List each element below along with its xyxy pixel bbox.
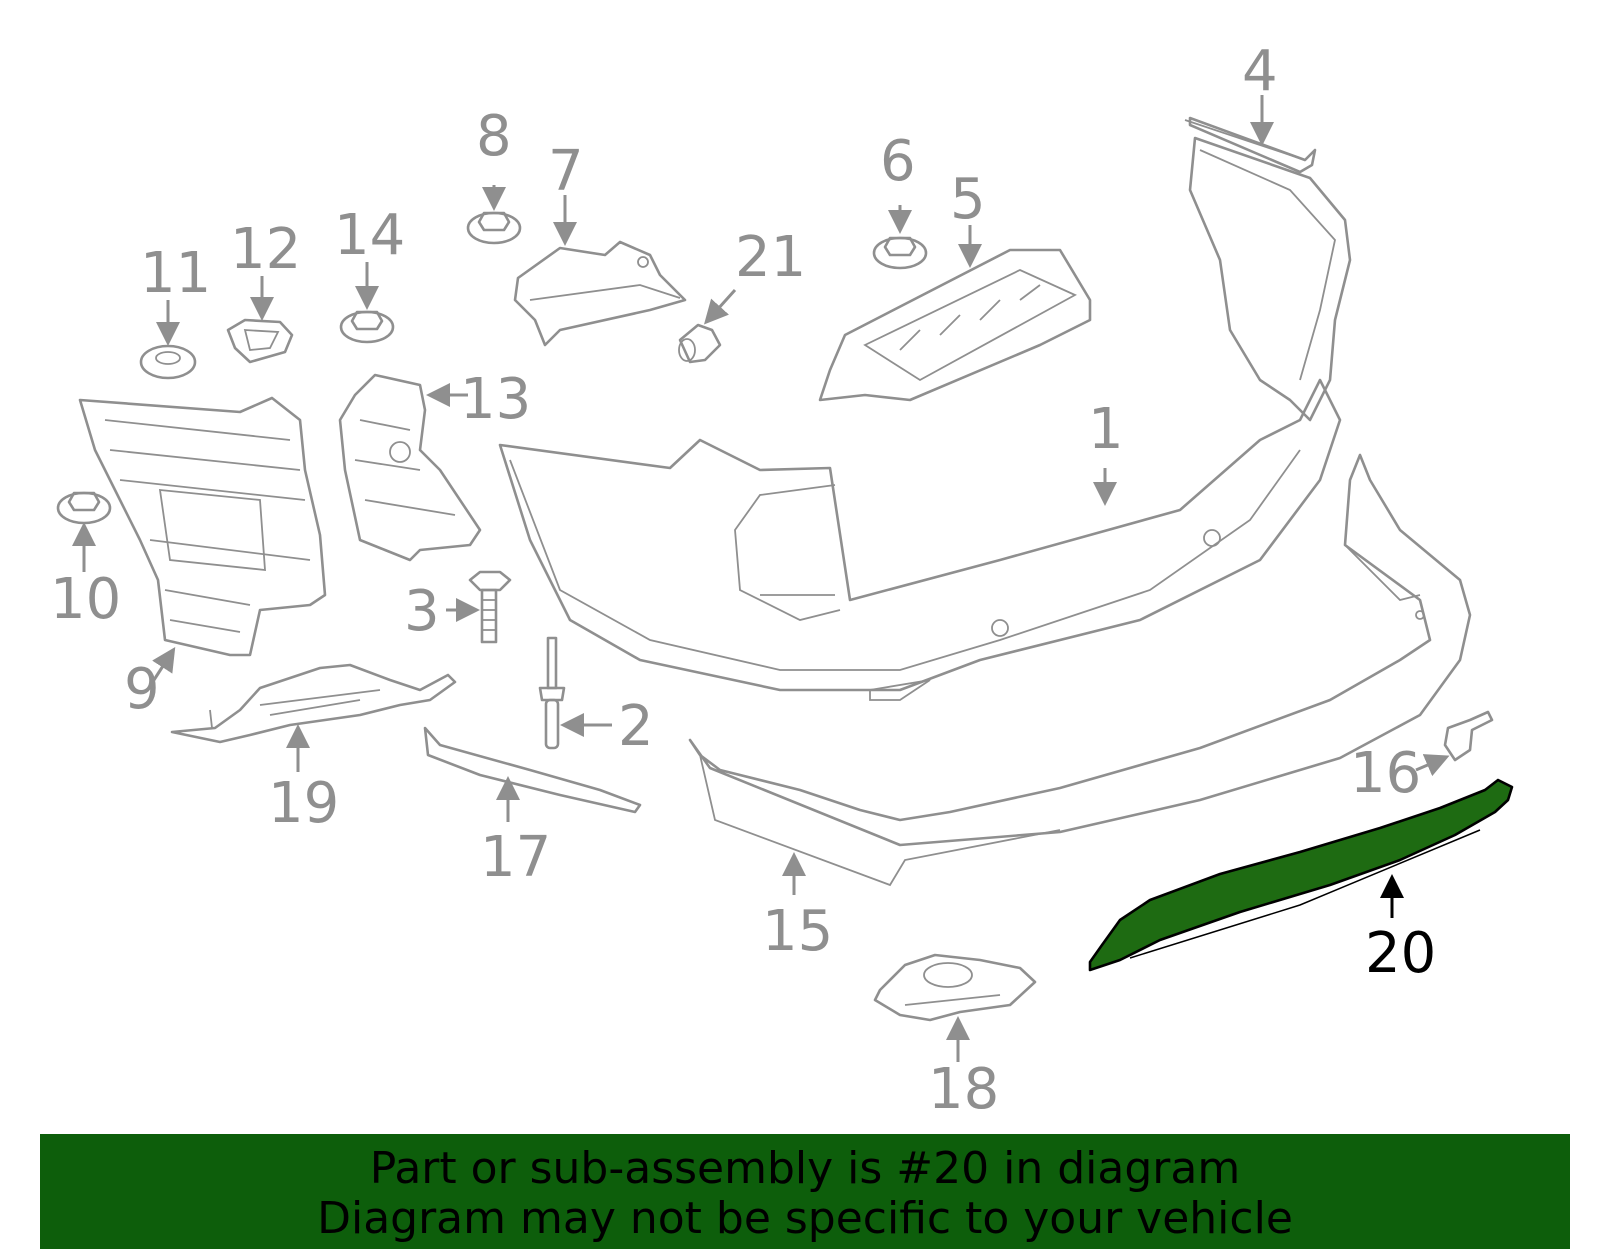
callout-18: 18 (928, 1057, 999, 1122)
callout-5: 5 (950, 167, 986, 232)
callout-15: 15 (762, 899, 833, 964)
callout-1: 1 (1088, 397, 1124, 462)
part-19-reinforcement[interactable] (170, 663, 457, 744)
part-6-nut[interactable] (872, 236, 928, 270)
part-21-grommet[interactable] (678, 323, 722, 364)
part-11-washer[interactable] (139, 344, 197, 380)
callout-21: 21 (735, 225, 806, 290)
part-18-housing[interactable] (873, 953, 1037, 1022)
callout-14: 14 (334, 203, 405, 268)
banner-line-2: Diagram may not be specific to your vehi… (317, 1193, 1293, 1244)
callout-2: 2 (618, 694, 654, 759)
part-17-strip[interactable] (423, 726, 642, 814)
callout-6: 6 (880, 129, 916, 194)
part-16-clip[interactable] (1443, 710, 1494, 762)
part-2-pin[interactable] (538, 636, 566, 750)
part-9-bracket[interactable] (78, 396, 327, 657)
part-8-nut[interactable] (466, 211, 522, 245)
callout-12: 12 (230, 217, 301, 282)
part-7-bracket[interactable] (513, 240, 687, 347)
callout-11: 11 (140, 241, 211, 306)
callout-4: 4 (1242, 39, 1278, 104)
part-10-nut[interactable] (56, 491, 112, 525)
part-14-nut[interactable] (339, 310, 395, 344)
callout-10: 10 (50, 567, 121, 632)
callout-20: 20 (1365, 921, 1436, 986)
leader-arrows (72, 95, 1450, 1062)
part-12-clip[interactable] (226, 318, 294, 364)
part-5-absorber[interactable] (818, 248, 1092, 402)
callout-3: 3 (404, 579, 440, 644)
banner-line-1: Part or sub-assembly is #20 in diagram (369, 1143, 1241, 1194)
callout-7: 7 (548, 139, 584, 204)
part-20-trim-highlighted[interactable] (1088, 778, 1514, 972)
callout-19: 19 (268, 771, 339, 836)
part-3-bolt[interactable] (468, 570, 512, 644)
callout-17: 17 (480, 825, 551, 890)
part-4-strip[interactable] (1188, 116, 1317, 174)
callout-9: 9 (124, 657, 160, 722)
callout-16: 16 (1350, 741, 1421, 806)
info-banner: Part or sub-assembly is #20 in diagram D… (40, 1134, 1570, 1249)
callout-13: 13 (460, 367, 531, 432)
callout-8: 8 (476, 104, 512, 169)
callout-labels: 1 2 3 4 5 6 7 8 9 10 11 12 13 14 15 16 1… (50, 39, 1436, 1122)
part-13-bracket[interactable] (338, 373, 482, 562)
part-1-bumper-cover[interactable] (498, 119, 1352, 701)
part-15-valance[interactable] (688, 453, 1472, 887)
